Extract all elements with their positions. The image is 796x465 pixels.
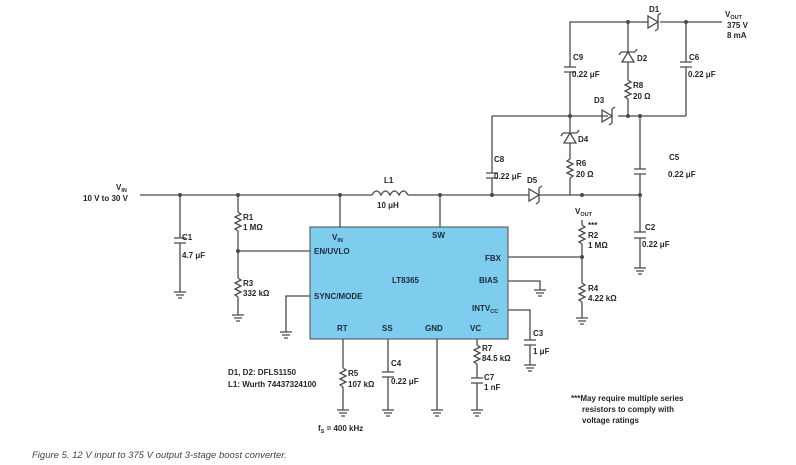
r5-resistor bbox=[338, 367, 348, 388]
d1-diode bbox=[647, 14, 660, 30]
c5-value: 0.22 μF bbox=[668, 170, 696, 179]
pin-sw: SW bbox=[432, 231, 445, 240]
c2-ref: C2 bbox=[645, 223, 656, 232]
r5-ref: R5 bbox=[348, 369, 359, 378]
r4-ref: R4 bbox=[588, 284, 599, 293]
pin-en: EN/UVLO bbox=[314, 247, 350, 256]
d1-ref: D1 bbox=[649, 5, 660, 14]
pin-gnd: GND bbox=[425, 324, 443, 333]
r2-mark: *** bbox=[588, 221, 598, 230]
vout-label: VOUT bbox=[725, 10, 743, 21]
r2-resistor bbox=[577, 224, 587, 245]
c2-value: 0.22 μF bbox=[642, 240, 670, 249]
c5-ref: C5 bbox=[669, 153, 680, 162]
c6-value: 0.22 μF bbox=[688, 70, 716, 79]
ic-body bbox=[309, 226, 509, 340]
ic-name: LT8365 bbox=[392, 276, 420, 285]
r3-value: 332 kΩ bbox=[243, 289, 270, 298]
l1-inductor bbox=[371, 190, 409, 197]
pin-bias: BIAS bbox=[479, 276, 499, 285]
c9-ref: C9 bbox=[573, 53, 584, 62]
r7-value: 84.5 kΩ bbox=[482, 354, 511, 363]
r6-value: 20 Ω bbox=[576, 170, 594, 179]
vout-voltage: 375 V bbox=[727, 21, 749, 30]
series-note-3: voltage ratings bbox=[582, 416, 639, 425]
pin-fbx: FBX bbox=[485, 254, 502, 263]
c7-value: 1 nF bbox=[484, 383, 501, 392]
vin-label: VIN bbox=[116, 183, 127, 194]
d4-diode bbox=[562, 131, 578, 144]
d4-ref: D4 bbox=[578, 135, 589, 144]
d5-ref: D5 bbox=[527, 176, 538, 185]
pin-ss: SS bbox=[382, 324, 393, 333]
series-note-1: ***May require multiple series bbox=[571, 394, 684, 403]
c9-value: 0.22 μF bbox=[572, 70, 600, 79]
pin-sync: SYNC/MODE bbox=[314, 292, 363, 301]
c4-value: 0.22 μF bbox=[391, 377, 419, 386]
d2-diode bbox=[620, 50, 636, 63]
r5-value: 107 kΩ bbox=[348, 380, 375, 389]
c3-ref: C3 bbox=[533, 329, 544, 338]
fs-note: fS = 400 kHz bbox=[318, 424, 363, 435]
r3-ref: R3 bbox=[243, 279, 254, 288]
r1-ref: R1 bbox=[243, 213, 254, 222]
vin-range: 10 V to 30 V bbox=[83, 194, 129, 203]
c1-value: 4.7 μF bbox=[182, 251, 205, 260]
vout-fb-label: VOUT bbox=[575, 207, 593, 218]
vout-current: 8 mA bbox=[727, 31, 747, 40]
d2-ref: D2 bbox=[637, 54, 648, 63]
d3-diode bbox=[601, 108, 614, 124]
l1-ref: L1 bbox=[384, 176, 394, 185]
l1-value: 10 μH bbox=[377, 201, 399, 210]
series-note-2: resistors to comply with bbox=[582, 405, 674, 414]
input-rail bbox=[140, 194, 641, 268]
pin-vin: VIN bbox=[332, 233, 343, 244]
r8-value: 20 Ω bbox=[633, 92, 651, 101]
c7-ref: C7 bbox=[484, 373, 495, 382]
r7-ref: R7 bbox=[482, 344, 493, 353]
pin-vc: VC bbox=[470, 324, 481, 333]
figure-caption: Figure 5. 12 V input to 375 V output 3-s… bbox=[32, 450, 287, 461]
c4-ref: C4 bbox=[391, 359, 402, 368]
r1-value: 1 MΩ bbox=[243, 223, 263, 232]
parts-note-1: D1, D2: DFLS1150 bbox=[228, 368, 297, 377]
r7-resistor bbox=[472, 344, 482, 365]
r2-ref: R2 bbox=[588, 231, 599, 240]
c8-ref: C8 bbox=[494, 155, 505, 164]
parts-note-2: L1: Wurth 74437324100 bbox=[228, 380, 317, 389]
r1-resistor bbox=[233, 211, 243, 232]
pin-rt: RT bbox=[337, 324, 348, 333]
c1-capacitor bbox=[174, 195, 186, 292]
c3-value: 1 μF bbox=[533, 347, 550, 356]
r3-resistor bbox=[233, 277, 243, 298]
c6-ref: C6 bbox=[689, 53, 700, 62]
r4-resistor bbox=[577, 282, 587, 303]
r2-value: 1 MΩ bbox=[588, 241, 608, 250]
r8-ref: R8 bbox=[633, 81, 644, 90]
c1-ref: C1 bbox=[182, 233, 193, 242]
d3-ref: D3 bbox=[594, 96, 605, 105]
d5-diode bbox=[528, 187, 541, 203]
r4-value: 4.22 kΩ bbox=[588, 294, 617, 303]
pin-intvcc: INTVCC bbox=[472, 304, 498, 315]
c8-value: 0.22 μF bbox=[494, 172, 522, 181]
r6-ref: R6 bbox=[576, 159, 587, 168]
